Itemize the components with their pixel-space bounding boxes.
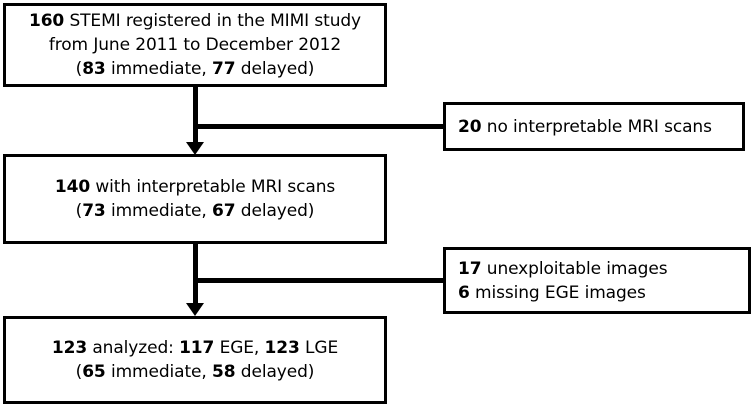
- excluded-1-count: 20: [458, 116, 482, 137]
- interpretable-box: 140 with interpretable MRI scans (73 imm…: [3, 154, 387, 244]
- interpretable-delayed-count: 67: [212, 201, 236, 221]
- connector-2-arrowhead-icon: [186, 303, 204, 316]
- enrolled-immediate-count: 83: [82, 59, 106, 79]
- unexploitable-count: 17: [458, 258, 482, 279]
- enrolled-delayed-count: 77: [212, 59, 236, 79]
- interpretable-line-1: 140 with interpretable MRI scans: [6, 175, 384, 199]
- ege-label: EGE,: [214, 338, 265, 358]
- analyzed-box: 123 analyzed: 117 EGE, 123 LGE (65 immed…: [3, 316, 387, 404]
- excluded-2-line-1: 17 unexploitable images: [446, 257, 748, 281]
- lge-count: 123: [264, 338, 300, 358]
- enrolled-immediate-label: immediate,: [105, 59, 213, 79]
- excluded-no-interpretable-box: 20 no interpretable MRI scans: [443, 102, 745, 151]
- missing-ege-count: 6: [458, 282, 470, 303]
- ege-count: 117: [179, 338, 215, 358]
- enrolled-line-1: 160 STEMI registered in the MIMI study: [6, 9, 384, 33]
- excluded-1-text: no interpretable MRI scans: [481, 116, 712, 137]
- enrolled-count: 160: [28, 11, 65, 31]
- enrolled-line-3: (83 immediate, 77 delayed): [6, 57, 384, 81]
- analyzed-delayed-count: 58: [212, 362, 236, 382]
- interpretable-paren-open: (: [75, 201, 83, 221]
- connector-1-vertical-line: [193, 87, 198, 143]
- missing-ege-text: missing EGE images: [469, 282, 646, 303]
- connector-2-vertical-line: [193, 244, 198, 304]
- interpretable-immediate-label: immediate,: [105, 201, 213, 221]
- unexploitable-text: unexploitable images: [481, 258, 668, 279]
- analyzed-label: analyzed:: [87, 338, 180, 358]
- enrolled-box: 160 STEMI registered in the MIMI study f…: [3, 3, 387, 87]
- analyzed-immediate-label: immediate,: [105, 362, 213, 382]
- analyzed-delayed-label: delayed): [235, 362, 315, 382]
- enrolled-paren-open: (: [75, 59, 83, 79]
- enrolled-line-1-text: STEMI registered in the MIMI study: [64, 11, 362, 31]
- connector-2-branch-line: [193, 278, 445, 283]
- analyzed-immediate-count: 65: [82, 362, 106, 382]
- analyzed-line-2: (65 immediate, 58 delayed): [6, 360, 384, 384]
- interpretable-delayed-label: delayed): [235, 201, 315, 221]
- connector-1-branch-line: [193, 124, 445, 129]
- enrolled-delayed-label: delayed): [235, 59, 315, 79]
- interpretable-line-2: (73 immediate, 67 delayed): [6, 199, 384, 223]
- excluded-images-box: 17 unexploitable images 6 missing EGE im…: [443, 247, 751, 314]
- lge-label: LGE: [299, 338, 339, 358]
- interpretable-text: with interpretable MRI scans: [90, 177, 336, 197]
- excluded-1-line-1: 20 no interpretable MRI scans: [446, 115, 742, 139]
- interpretable-count: 140: [54, 177, 91, 197]
- analyzed-line-1: 123 analyzed: 117 EGE, 123 LGE: [6, 336, 384, 360]
- enrolled-line-2: from June 2011 to December 2012: [48, 35, 342, 55]
- interpretable-immediate-count: 73: [82, 201, 106, 221]
- analyzed-count: 123: [51, 338, 88, 358]
- excluded-2-line-2: 6 missing EGE images: [446, 281, 748, 305]
- analyzed-paren-open: (: [75, 362, 83, 382]
- connector-1-arrowhead-icon: [186, 142, 204, 155]
